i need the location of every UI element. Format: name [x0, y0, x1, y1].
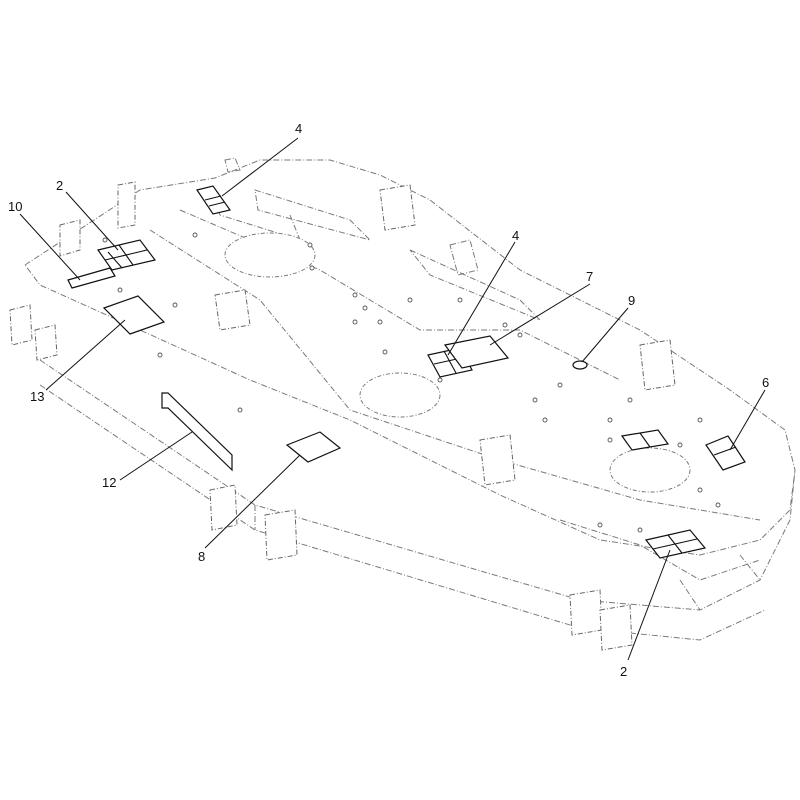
deck-brackets	[9, 157, 676, 651]
deck-body	[24, 159, 796, 641]
callout-9: 9	[628, 293, 635, 308]
leader-13	[45, 319, 126, 391]
decal-4a	[196, 185, 232, 215]
callout-6: 6	[762, 375, 769, 390]
callout-12: 12	[102, 475, 116, 490]
decal-9	[572, 360, 588, 370]
leader-10	[19, 213, 81, 281]
decal-13	[102, 295, 166, 335]
leader-7	[489, 283, 591, 346]
callout-2b: 2	[620, 664, 627, 679]
leader-8	[204, 454, 301, 549]
decal-8	[285, 431, 342, 463]
callout-labels: 2 2 4 4 6 7 8 9 10 12 13	[8, 121, 769, 679]
leader-2b	[627, 549, 671, 661]
leader-9	[581, 307, 629, 363]
decal-4c	[620, 429, 670, 451]
leader-lines	[19, 137, 766, 661]
decal-6	[705, 435, 746, 471]
callout-4b: 4	[512, 228, 519, 243]
decal-12	[161, 392, 233, 472]
decal-10	[67, 267, 116, 289]
callout-4a: 4	[295, 121, 302, 136]
leader-2a	[65, 191, 119, 251]
leader-6	[729, 389, 766, 451]
leader-4b	[447, 241, 516, 356]
decal-2a	[97, 239, 157, 271]
leader-12	[119, 431, 193, 481]
callout-10: 10	[8, 199, 22, 214]
decal-2b	[644, 529, 707, 559]
callout-2a: 2	[56, 178, 63, 193]
callout-7: 7	[586, 269, 593, 284]
callout-8: 8	[198, 549, 205, 564]
leader-4a	[221, 137, 299, 197]
callout-13: 13	[30, 389, 44, 404]
